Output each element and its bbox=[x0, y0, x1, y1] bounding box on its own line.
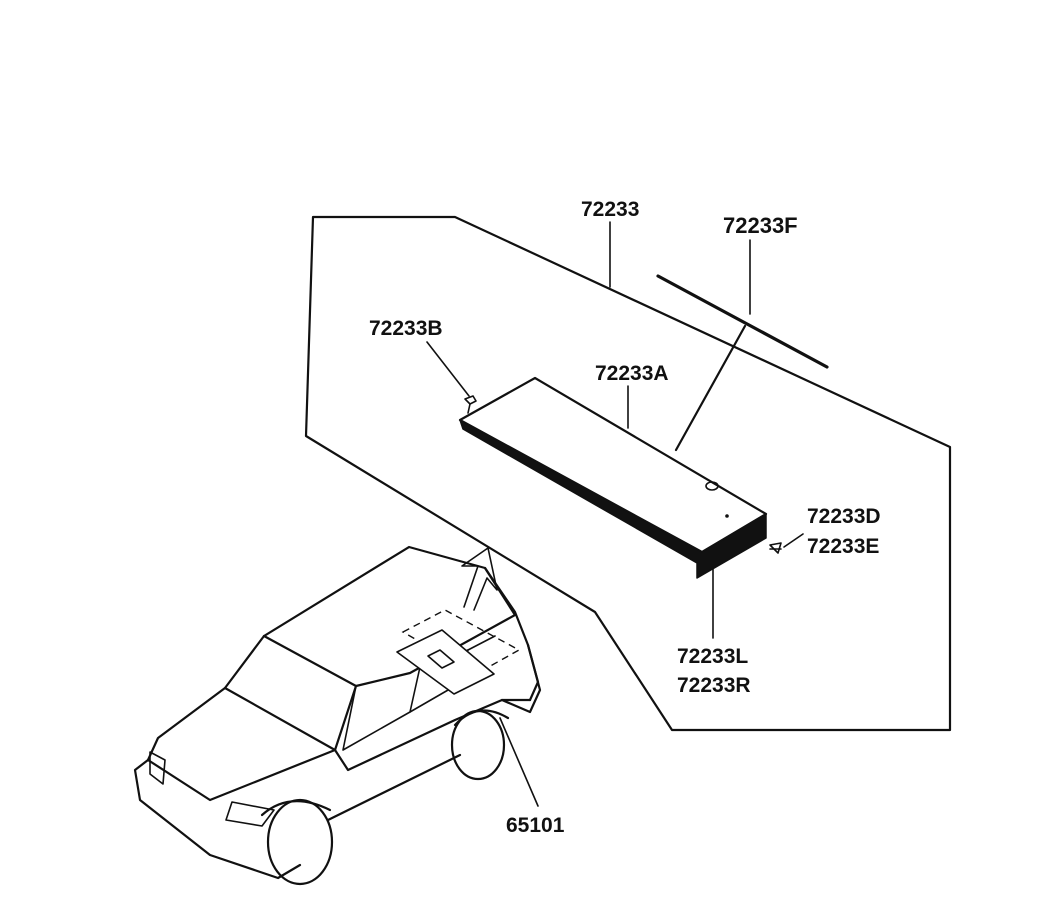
leader-72233F-connector bbox=[674, 324, 747, 452]
leader-72233B bbox=[426, 341, 470, 397]
fastener-72233D-E bbox=[769, 542, 782, 554]
label-72233E: 72233E bbox=[807, 535, 879, 558]
luggage-area-indicator bbox=[396, 547, 521, 695]
detail-frame bbox=[304, 215, 952, 732]
label-72233R: 72233R bbox=[677, 674, 751, 697]
garnish-strip-72233F bbox=[656, 274, 829, 369]
deck-board-72233A bbox=[458, 376, 768, 579]
label-72233: 72233 bbox=[581, 198, 639, 221]
label-72233A: 72233A bbox=[595, 362, 669, 385]
clip-72233B bbox=[464, 395, 477, 414]
label-65101: 65101 bbox=[506, 814, 565, 837]
label-72233B: 72233B bbox=[369, 317, 443, 340]
label-72233L: 72233L bbox=[677, 645, 748, 668]
leader-65101 bbox=[499, 717, 539, 807]
label-72233D: 72233D bbox=[807, 505, 881, 528]
leader-72233D-E bbox=[783, 533, 804, 548]
label-72233F: 72233F bbox=[723, 213, 798, 238]
